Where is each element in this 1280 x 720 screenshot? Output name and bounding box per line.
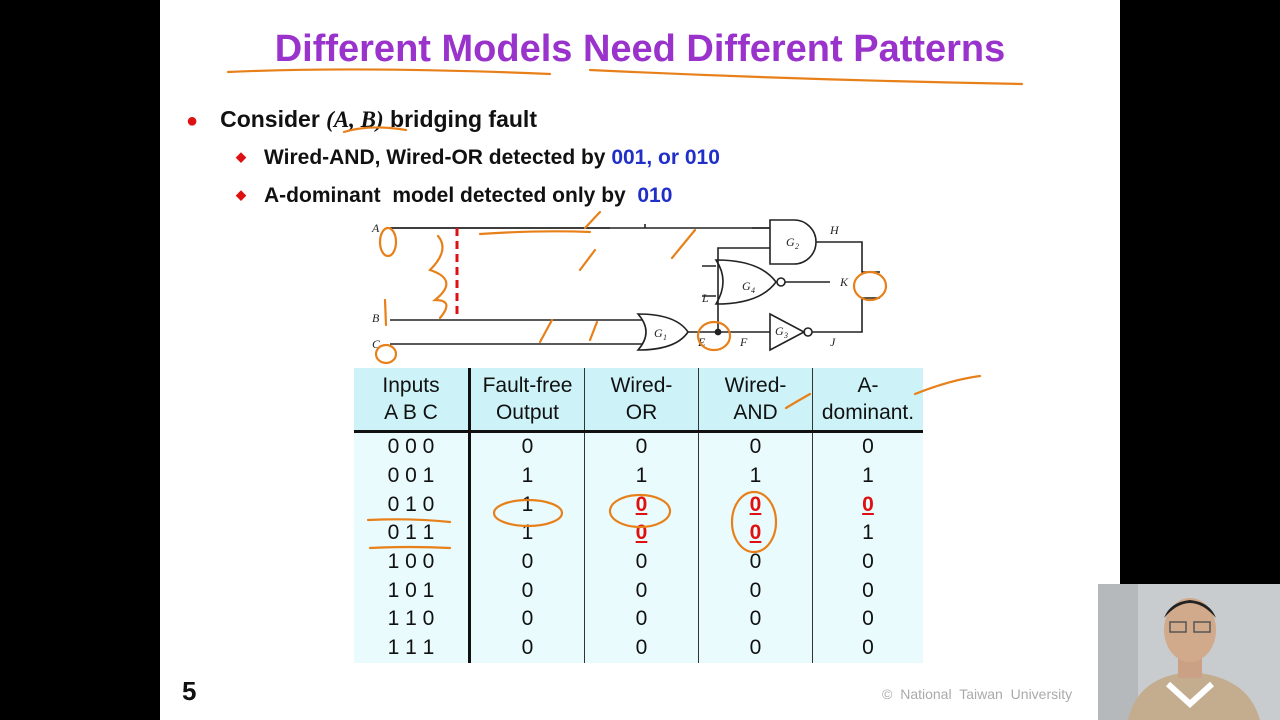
cell-wired-or: 0 bbox=[584, 519, 699, 548]
cell-wired-and: 0 bbox=[698, 519, 813, 548]
sub2-highlight: 010 bbox=[637, 184, 673, 207]
svg-text:3: 3 bbox=[783, 331, 788, 340]
cell-wired-and: 0 bbox=[698, 547, 813, 577]
input-label-b: B bbox=[372, 311, 380, 325]
cell-wired-and: 0 bbox=[698, 633, 813, 663]
net-label-f: F bbox=[739, 335, 748, 349]
cell-inputs: 0 0 1 bbox=[354, 461, 471, 491]
cell-fault-free: 1 bbox=[469, 490, 585, 520]
net-label-k: K bbox=[839, 275, 849, 289]
sub2-text: A-dominant model detected only by bbox=[264, 184, 638, 207]
copyright-footer: © National Taiwan University bbox=[882, 686, 1073, 702]
cell-fault-free: 0 bbox=[469, 431, 585, 462]
input-label-c: C bbox=[372, 337, 381, 351]
slide: Different Models Need Different Patterns… bbox=[160, 0, 1120, 720]
subbullet-wired: ◆ Wired-AND, Wired-OR detected by 001, or… bbox=[236, 146, 720, 170]
header-wired-or: Wired-OR bbox=[584, 368, 699, 433]
cell-fault-free: 1 bbox=[469, 461, 585, 491]
input-label-a: A bbox=[371, 221, 380, 235]
wire-h bbox=[816, 241, 880, 273]
svg-text:2: 2 bbox=[795, 242, 799, 251]
cell-a-dominant: 1 bbox=[812, 519, 923, 548]
cell-fault-free: 0 bbox=[469, 576, 585, 606]
bullet1-text: Consider bbox=[220, 106, 327, 132]
header-a-dominant: A-dominant. bbox=[812, 368, 923, 433]
cell-fault-free: 0 bbox=[469, 547, 585, 577]
gate-g3 bbox=[769, 312, 806, 352]
net-label-h: H bbox=[829, 223, 840, 237]
cell-inputs: 1 0 0 bbox=[354, 547, 471, 577]
cell-wired-and: 0 bbox=[698, 605, 813, 634]
cell-fault-free: 1 bbox=[469, 519, 585, 548]
bullet-dot-icon: ● bbox=[186, 110, 199, 132]
cell-wired-or: 1 bbox=[584, 461, 699, 491]
gate-g2 bbox=[769, 219, 817, 265]
cell-inputs: 0 0 0 bbox=[354, 431, 471, 462]
net-label-l: L bbox=[701, 291, 709, 305]
net-label-e: E bbox=[697, 335, 706, 349]
cell-wired-or: 0 bbox=[584, 431, 699, 462]
cell-wired-or: 0 bbox=[584, 547, 699, 577]
cell-wired-or: 0 bbox=[584, 576, 699, 606]
circuit-output-stage: G 4 K bbox=[702, 259, 849, 305]
cell-inputs: 0 1 1 bbox=[354, 519, 471, 548]
slide-title: Different Models Need Different Patterns bbox=[274, 28, 1006, 70]
svg-text:G: G bbox=[786, 235, 795, 249]
wire-j bbox=[812, 297, 880, 333]
cell-wired-and: 0 bbox=[698, 431, 813, 462]
svg-text:1: 1 bbox=[663, 333, 667, 342]
cell-wired-or: 0 bbox=[584, 633, 699, 663]
cell-a-dominant: 0 bbox=[812, 633, 923, 663]
bullet-consider: ● Consider (A, B) bridging fault bbox=[186, 106, 537, 133]
cell-wired-and: 0 bbox=[698, 490, 813, 520]
cell-fault-free: 0 bbox=[469, 605, 585, 634]
svg-text:G: G bbox=[775, 324, 784, 338]
bullet1-math: (A, B) bbox=[326, 107, 384, 132]
cell-a-dominant: 0 bbox=[812, 490, 923, 520]
bullet1-suffix: bridging fault bbox=[383, 106, 537, 132]
cell-fault-free: 0 bbox=[469, 633, 585, 663]
cell-a-dominant: 0 bbox=[812, 431, 923, 462]
page-number: 5 bbox=[182, 676, 197, 706]
diamond-bullet-icon: ◆ bbox=[236, 187, 246, 202]
diamond-bullet-icon: ◆ bbox=[236, 149, 246, 164]
cell-inputs: 1 1 0 bbox=[354, 605, 471, 634]
cell-wired-and: 1 bbox=[698, 461, 813, 491]
presenter-image bbox=[1098, 584, 1280, 720]
cell-inputs: 1 0 1 bbox=[354, 576, 471, 606]
sub1-text: Wired-AND, Wired-OR detected by bbox=[264, 146, 612, 169]
cell-wired-or: 0 bbox=[584, 490, 699, 520]
gate-label-g1: G bbox=[654, 326, 663, 340]
svg-text:G: G bbox=[742, 279, 751, 293]
cell-wired-or: 0 bbox=[584, 605, 699, 634]
gate-g1 bbox=[636, 313, 689, 351]
header-wired-and: Wired-AND bbox=[698, 368, 813, 433]
cell-a-dominant: 0 bbox=[812, 605, 923, 634]
cell-a-dominant: 0 bbox=[812, 576, 923, 606]
cell-a-dominant: 1 bbox=[812, 461, 923, 491]
svg-text:4: 4 bbox=[751, 286, 755, 295]
cell-inputs: 1 1 1 bbox=[354, 633, 471, 663]
cell-a-dominant: 0 bbox=[812, 547, 923, 577]
presenter-webcam bbox=[1098, 584, 1280, 720]
net-label-j: J bbox=[830, 335, 836, 349]
gate-g4 bbox=[714, 259, 777, 305]
cell-inputs: 0 1 0 bbox=[354, 490, 471, 520]
cell-wired-and: 0 bbox=[698, 576, 813, 606]
subbullet-dominant: ◆ A-dominant model detected only by 010 bbox=[236, 184, 672, 208]
sub1-highlight: 001, or 010 bbox=[611, 146, 720, 169]
